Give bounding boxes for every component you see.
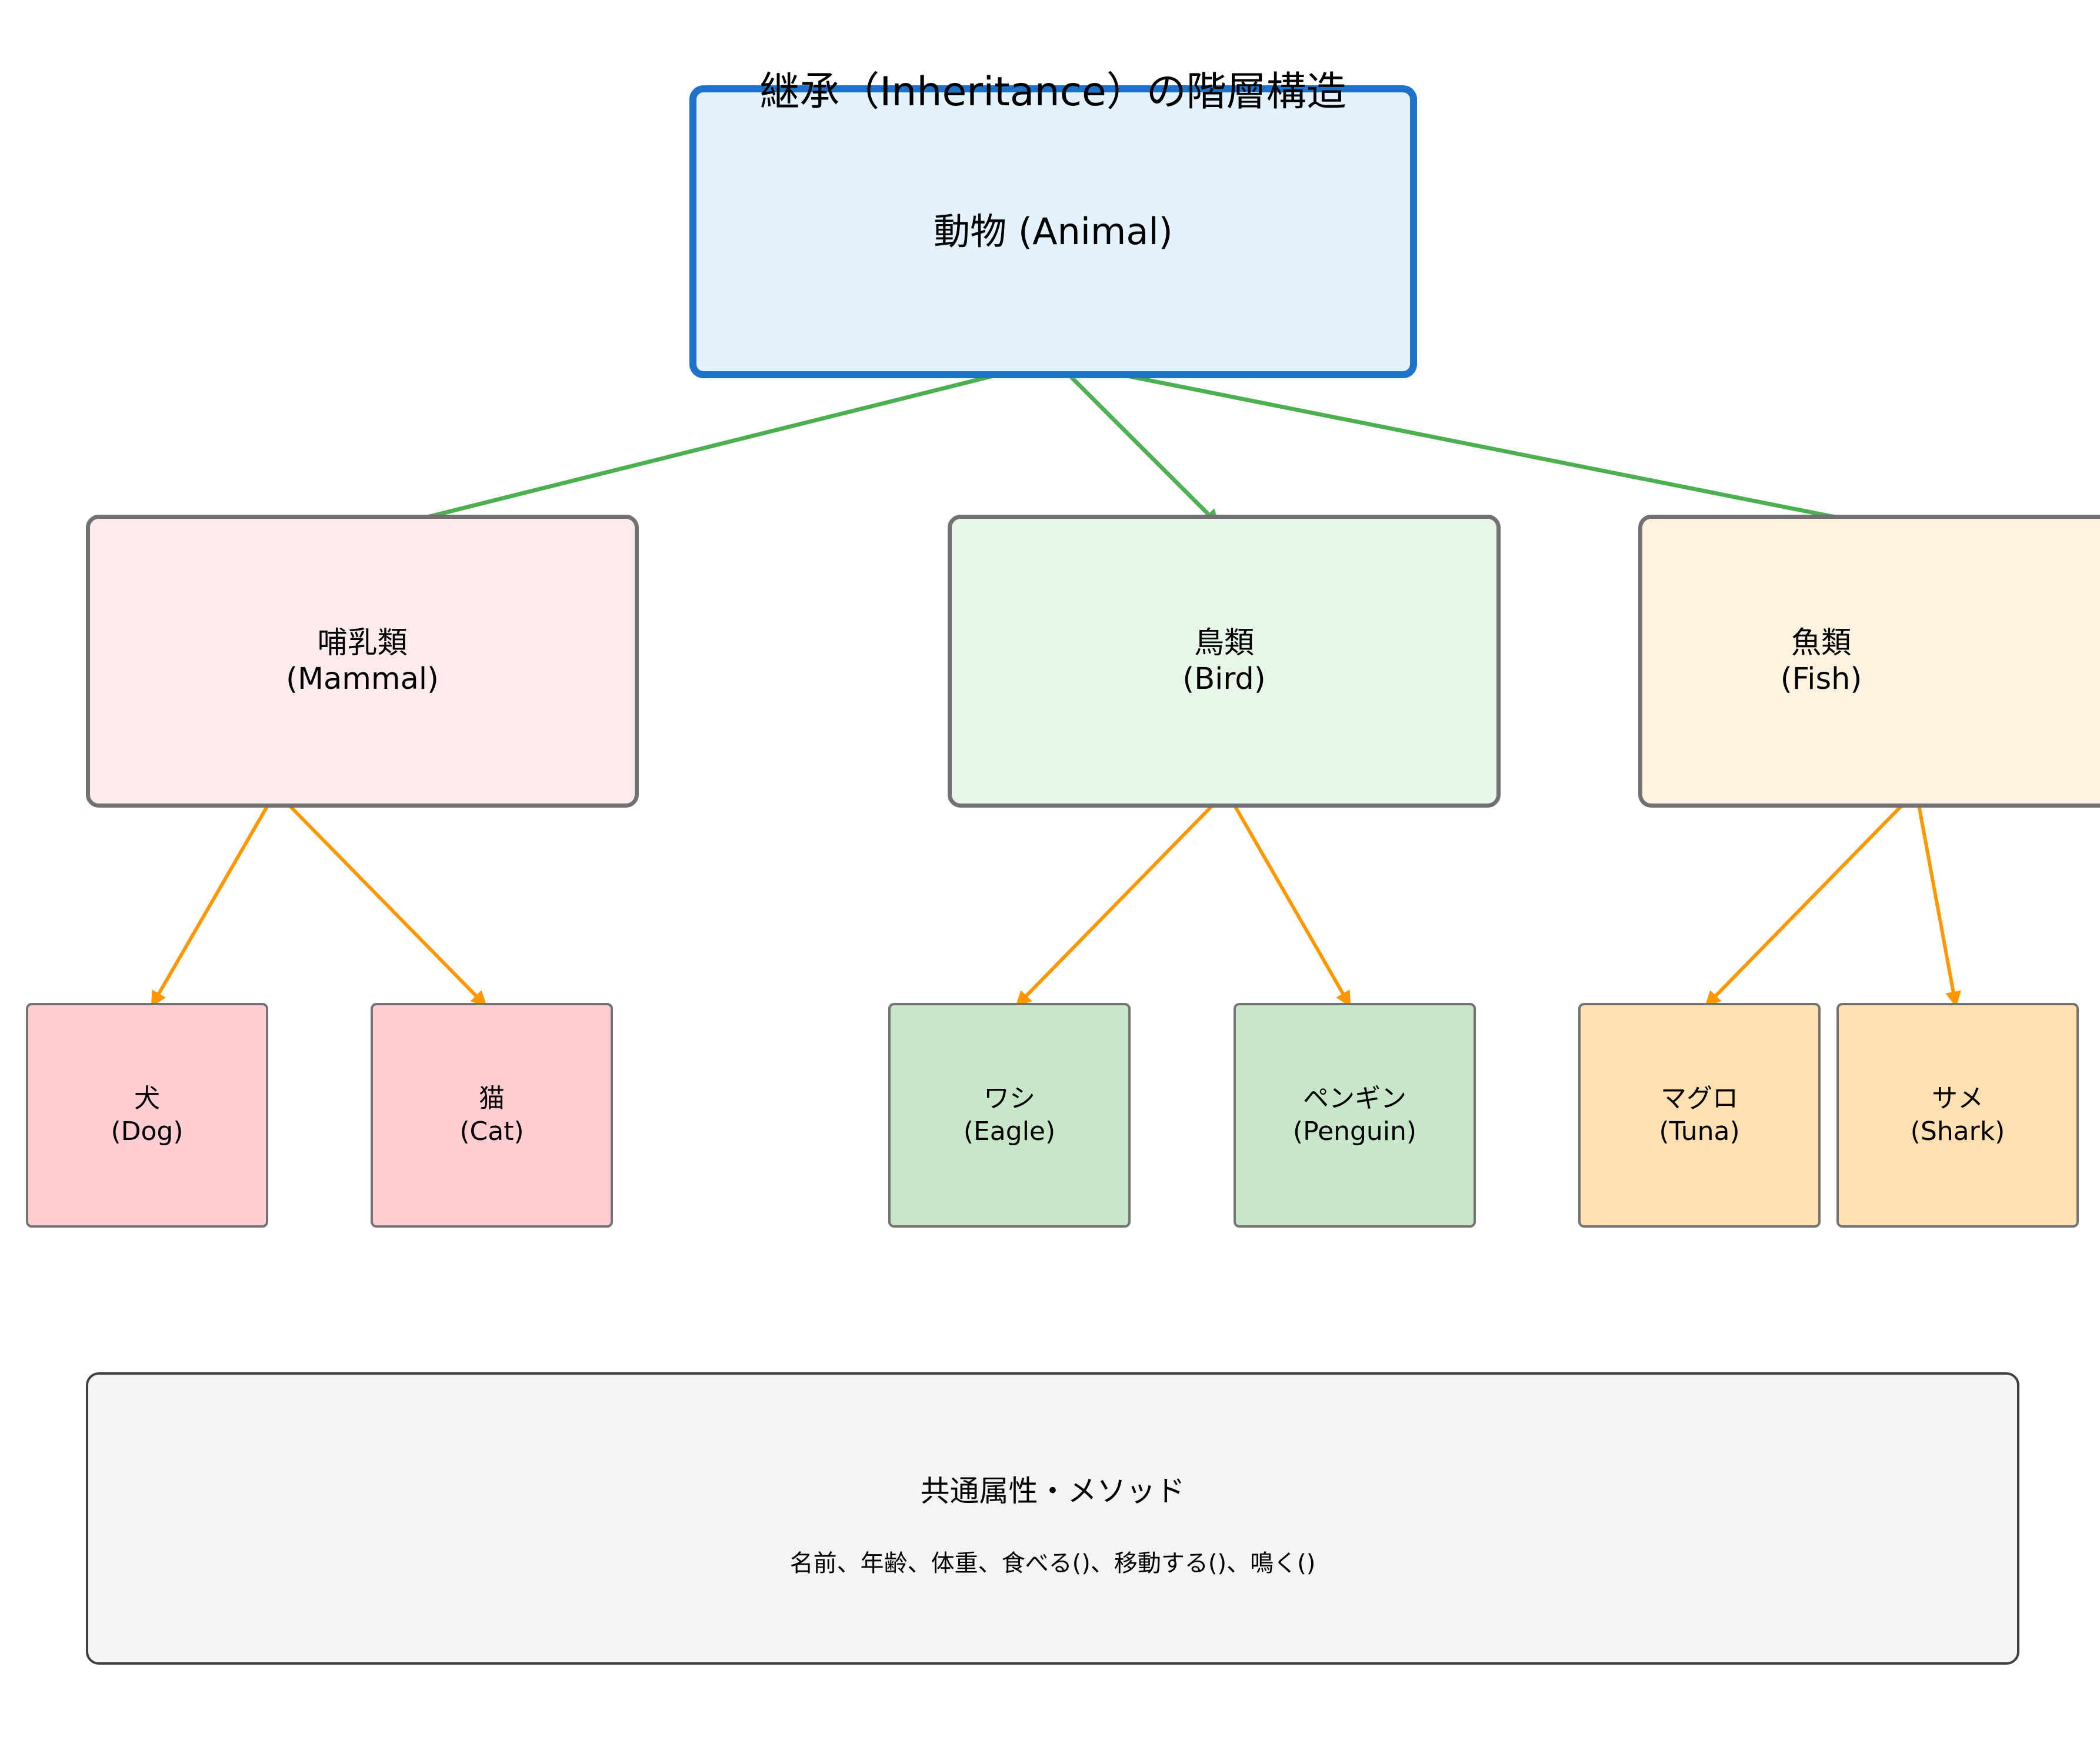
arrow-bird-to-eagle (1015, 791, 1227, 1008)
arrow-bird-to-penguin (1225, 791, 1352, 1008)
node-fish-label-ja: 魚類 (1791, 625, 1851, 661)
node-fish-label-en: (Fish) (1780, 662, 1862, 696)
node-tuna-label-en: (Tuna) (1659, 1116, 1740, 1146)
node-dog-label-en: (Dog) (111, 1116, 184, 1146)
node-shark-label-en: (Shark) (1910, 1116, 2005, 1146)
node-eagle: ワシ (Eagle) (888, 1003, 1131, 1228)
common-attributes-title: 共通属性・メソッド (920, 1474, 1185, 1508)
node-cat-label-ja: 猫 (479, 1083, 505, 1113)
node-bird-label-en: (Bird) (1182, 662, 1266, 696)
node-fish: 魚類 (Fish) (1638, 515, 2100, 808)
node-eagle-label-en: (Eagle) (963, 1116, 1056, 1146)
node-bird-label-ja: 鳥類 (1194, 625, 1254, 661)
arrow-mammal-to-dog (150, 791, 277, 1008)
node-mammal-label-en: (Mammal) (286, 662, 439, 696)
common-attributes-detail: 名前、年齢、体重、食べる()、移動する()、鳴く() (789, 1550, 1316, 1577)
node-mammal-label-ja: 哺乳類 (317, 625, 408, 661)
diagram-title: 継承（Inheritance）の階層構造 (759, 69, 1346, 115)
node-dog-label-ja: 犬 (134, 1083, 160, 1113)
node-tuna: マグロ (Tuna) (1578, 1003, 1821, 1228)
node-tuna-label-ja: マグロ (1661, 1083, 1738, 1113)
node-animal: 動物 (Animal) (689, 85, 1417, 378)
node-shark: サメ (Shark) (1836, 1003, 2079, 1228)
arrow-fish-to-tuna (1704, 791, 1916, 1008)
arrow-animal-to-fish (1054, 359, 1908, 536)
arrow-animal-to-mammal (368, 359, 1052, 536)
node-mammal: 哺乳類 (Mammal) (86, 515, 639, 808)
node-cat: 猫 (Cat) (371, 1003, 613, 1228)
arrow-fish-to-shark (1915, 791, 1961, 1008)
arrow-mammal-to-cat (275, 791, 488, 1008)
node-penguin-label-ja: ペンギン (1303, 1083, 1406, 1113)
node-cat-label-en: (Cat) (459, 1116, 524, 1146)
node-penguin: ペンギン (Penguin) (1234, 1003, 1476, 1228)
node-eagle-label-ja: ワシ (984, 1083, 1035, 1113)
node-bird: 鳥類 (Bird) (948, 515, 1501, 808)
node-animal-label: 動物 (Animal) (934, 209, 1173, 253)
node-penguin-label-en: (Penguin) (1292, 1116, 1417, 1146)
common-attributes-box: 共通属性・メソッド 名前、年齢、体重、食べる()、移動する()、鳴く() (86, 1372, 2019, 1665)
node-dog: 犬 (Dog) (26, 1003, 268, 1228)
arrow-animal-to-bird (1054, 359, 1221, 527)
node-shark-label-ja: サメ (1932, 1083, 1984, 1113)
